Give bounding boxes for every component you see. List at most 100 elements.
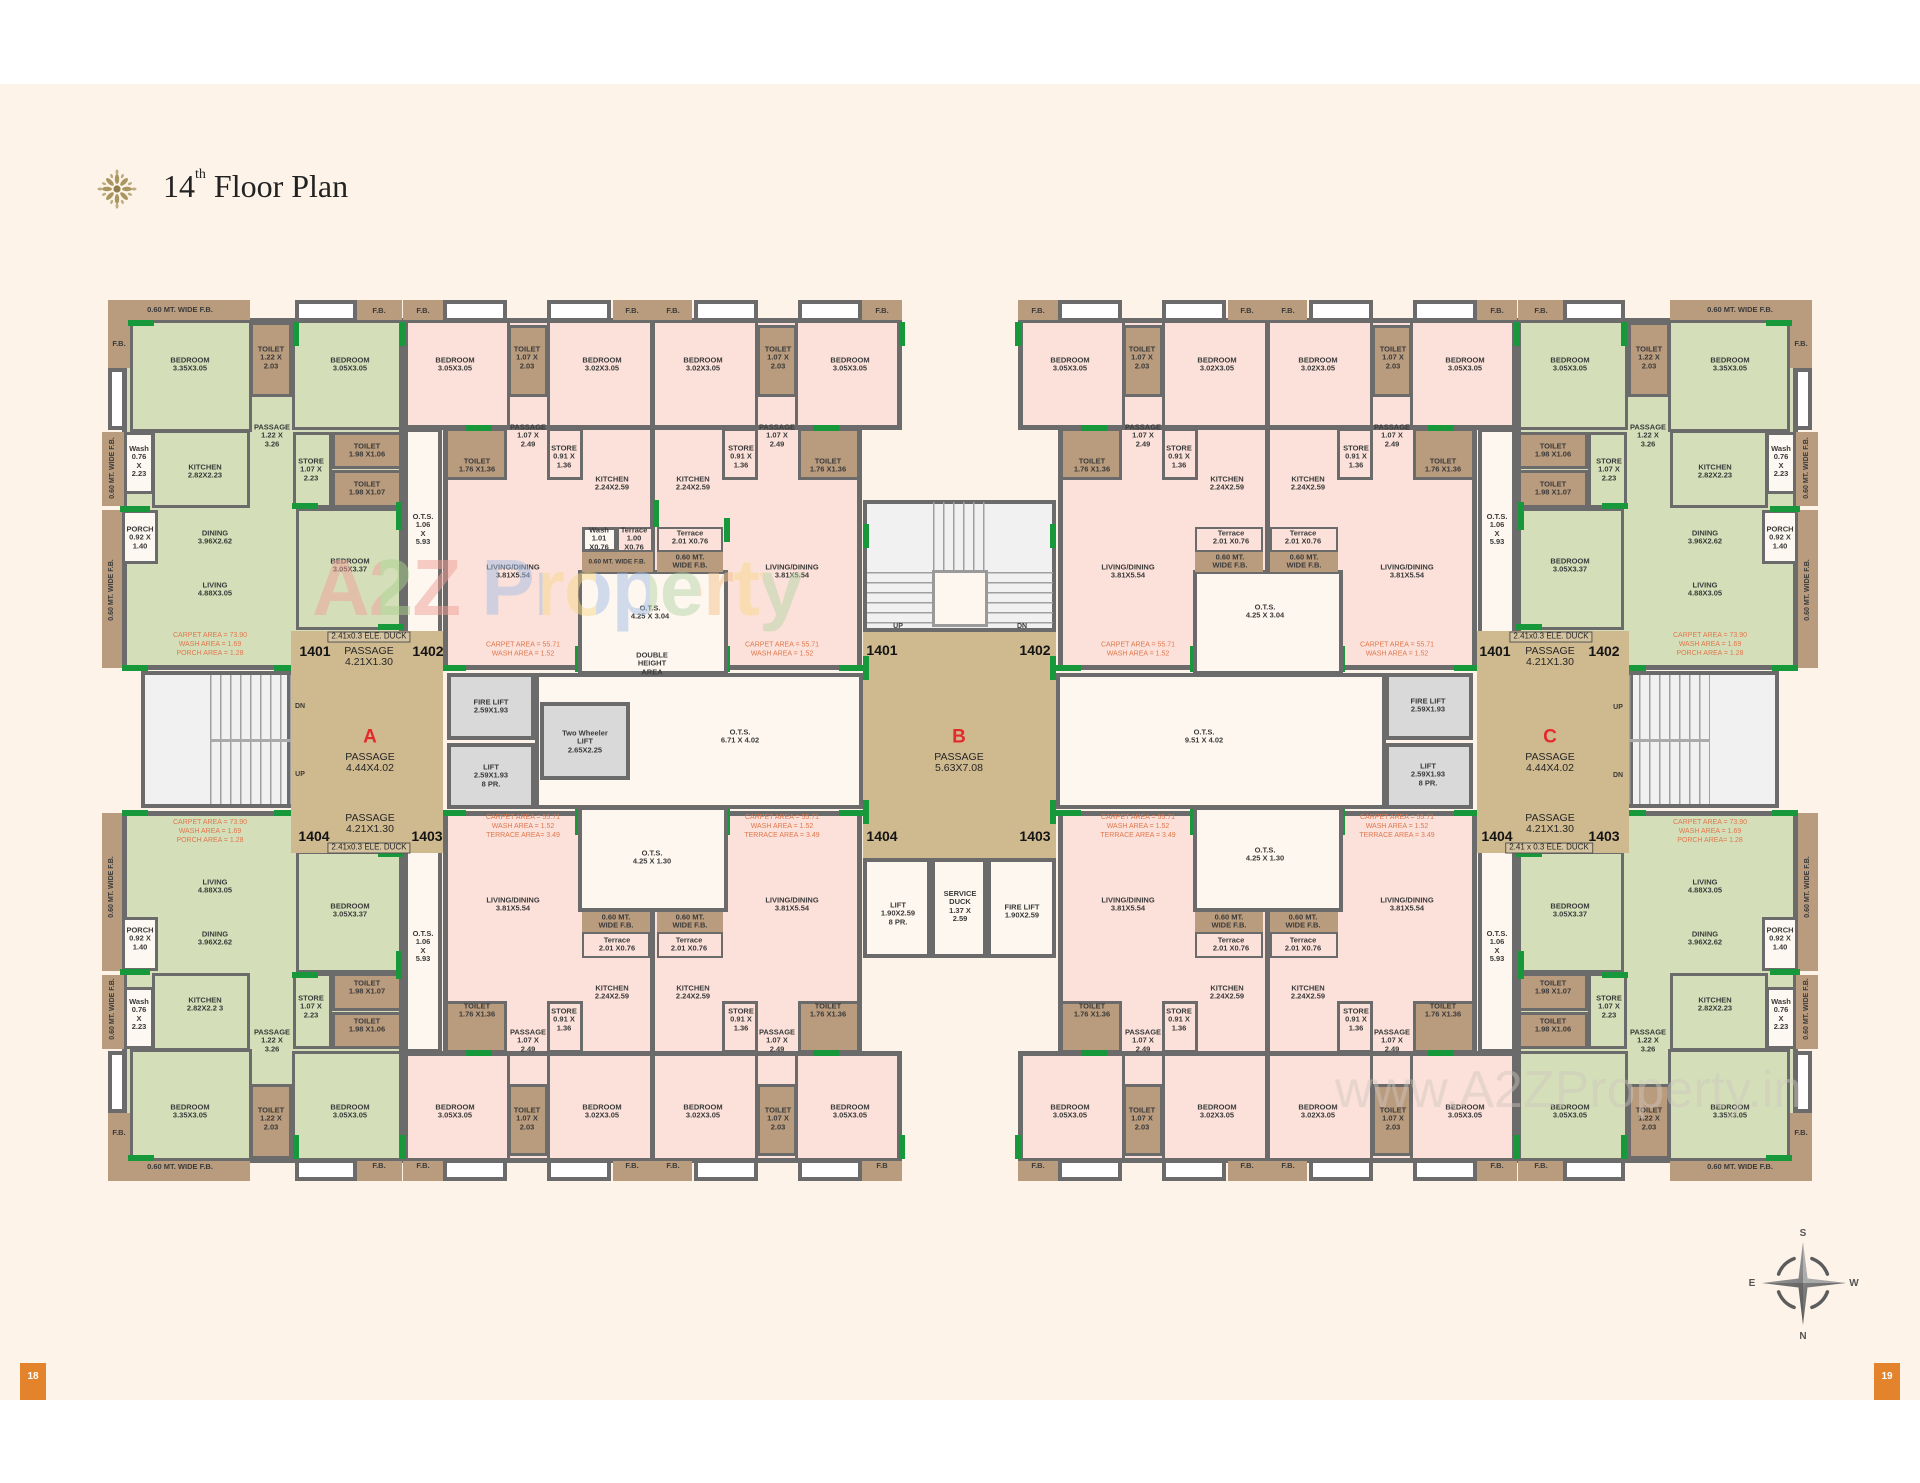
- fb-ledge: [1018, 300, 1058, 320]
- label-0-60-mt-wide-f-b: 0.60 MT. WIDE F.B.: [147, 305, 213, 314]
- label-title: BEDROOM: [1550, 355, 1590, 365]
- label-dimensions: 4.25 X 3.04: [1245, 611, 1285, 620]
- label-title: PASSAGE: [758, 422, 796, 432]
- label-dimensions: 4.88X3.05: [197, 886, 233, 895]
- label-title: LIVING: [202, 580, 228, 590]
- unit-number-1404: 1404: [298, 828, 330, 845]
- label-0-60-mt-wide-f-b: 0.60 MT. WIDE F.B.: [109, 437, 117, 498]
- room-toilet: [798, 1001, 860, 1053]
- window-box: [1309, 1159, 1373, 1181]
- label-title: KITCHEN: [595, 983, 629, 993]
- label-dimensions: 1.07 X 2.49: [517, 430, 539, 449]
- label-dimensions: 2.82X2.23: [187, 471, 223, 480]
- label-title: PASSAGE: [934, 750, 984, 763]
- fb-ledge: [862, 1161, 902, 1181]
- label-f-b: F.B.: [1490, 306, 1503, 315]
- label-dimensions: 1.22 X 3.26: [1637, 430, 1659, 449]
- label-dimensions: 4.25 X 1.30: [1245, 854, 1285, 863]
- label-dimensions: 3.05X3.05: [1052, 364, 1088, 373]
- area-line: WASH AREA = 1.52: [1365, 822, 1429, 830]
- area-line: CARPET AREA = 55.71: [486, 641, 560, 649]
- fb-ledge: [1228, 1161, 1270, 1181]
- label-dimensions: 3.05X3.05: [332, 364, 368, 373]
- title-text: Floor Plan: [213, 168, 349, 204]
- stair-treads: [933, 502, 985, 572]
- label-dimensions: 2.01 X0.76: [1212, 537, 1250, 546]
- label-title: TOILET: [1078, 456, 1106, 466]
- room-store: [1162, 1001, 1198, 1053]
- door-marker: [293, 322, 299, 346]
- area-line: CARPET AREA = 55.71: [1360, 641, 1434, 649]
- label-title: F.B.: [625, 305, 639, 315]
- ots-shaft: [404, 428, 442, 670]
- label-title: PASSAGE: [1124, 1027, 1162, 1037]
- label-title: LIVING: [1692, 580, 1718, 590]
- door-marker: [466, 425, 492, 431]
- label-title: O.T.S.: [1486, 512, 1508, 522]
- label-title: TOILET: [353, 479, 381, 489]
- label-dimensions: 4.21X1.30: [1526, 656, 1574, 668]
- room-toilet: [798, 428, 860, 480]
- door-marker: [1621, 322, 1627, 346]
- label-dimensions: 1.22 X 3.26: [1637, 1035, 1659, 1054]
- door-marker: [1514, 1135, 1520, 1159]
- door-marker: [1620, 810, 1646, 816]
- room-toilet: [445, 1001, 507, 1053]
- window-box: [1563, 1159, 1625, 1181]
- door-marker: [120, 506, 150, 512]
- area-line: WASH AREA = 1.69: [1678, 827, 1742, 835]
- room-terrace: [1195, 932, 1263, 958]
- label-f-b: F.B.: [1794, 339, 1807, 348]
- room-bedroom: [1265, 1051, 1373, 1161]
- label-dimensions: 1.07 X 2.23: [300, 1001, 322, 1020]
- label-dimensions: 1.07 X 2.23: [300, 464, 322, 483]
- label-0-60-mt-wide-f-b: 0.60 MT. WIDE F.B.: [670, 913, 710, 931]
- label-title: F.B.: [1031, 305, 1045, 315]
- label-f-b: F.B.: [112, 1128, 125, 1137]
- label-title: F.B.: [1281, 305, 1295, 315]
- label-title: 0.60 MT. WIDE F.B.: [1804, 559, 1812, 621]
- room-store: [1162, 428, 1198, 480]
- label-0-60-mt-wide-f-b: 0.60 MT. WIDE F.B.: [108, 559, 116, 620]
- door-marker: [1516, 851, 1542, 857]
- lift-shaft: [863, 858, 931, 958]
- label-0-60-mt-wide-f-b: 0.60 MT. WIDE F.B.: [108, 856, 116, 917]
- room-store: [722, 1001, 758, 1053]
- label-dimensions: 1.22 X 2.03: [1638, 1113, 1660, 1132]
- label-title: KITCHEN: [188, 995, 222, 1005]
- label-dimensions: 3.02X3.05: [685, 364, 721, 373]
- door-marker: [1602, 972, 1628, 978]
- door-marker: [120, 969, 150, 975]
- area-line: TERRACE AREA= 3.49: [486, 831, 560, 839]
- page-title: 14th Floor Plan: [163, 168, 349, 204]
- area-line: WASH AREA = 1.52: [1106, 650, 1170, 657]
- door-marker: [128, 1155, 154, 1161]
- label-title: LIVING/DINING: [1101, 895, 1155, 905]
- label-title: STORE: [1166, 1006, 1192, 1016]
- label-title: F.B.: [372, 305, 386, 315]
- label-dimensions: 1.06 X 5.93: [1489, 937, 1505, 964]
- label-dimensions: 0.91 X 1.36: [1345, 1014, 1367, 1033]
- room-toilet: [1123, 325, 1163, 397]
- label-title: BEDROOM: [170, 355, 210, 365]
- label-o-t-s: O.T.S.4.25 X 3.04: [1245, 603, 1285, 621]
- unit-number-1403: 1403: [411, 828, 443, 845]
- area-line: TERRACE AREA = 3.49: [744, 831, 820, 839]
- fb-ledge: [1670, 1161, 1812, 1181]
- room-toilet: [757, 325, 797, 397]
- label-dimensions: 3.35X3.05: [172, 364, 208, 373]
